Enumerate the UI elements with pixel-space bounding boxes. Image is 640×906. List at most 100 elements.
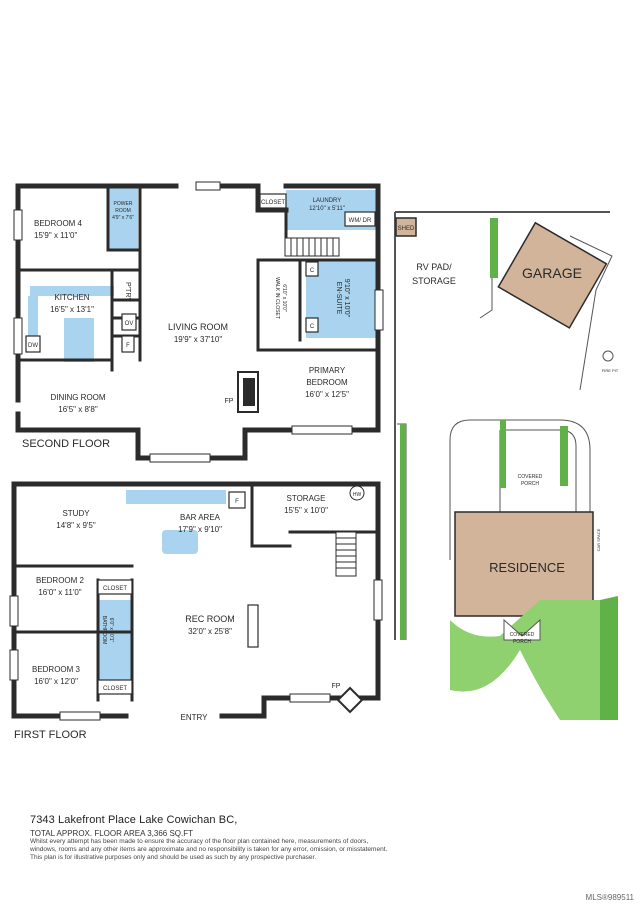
hedge-porch-left xyxy=(500,420,506,488)
dining-name: DINING ROOM xyxy=(50,393,105,402)
shed-label: SHED xyxy=(398,226,415,232)
closet-b3-label: CLOSET xyxy=(103,686,127,692)
walkin-name: WALK IN CLOSET xyxy=(274,277,280,319)
power-name2: ROOM xyxy=(115,208,131,214)
wmdr-label: WM/ DR xyxy=(349,218,372,224)
fire-pit-label: FIRE PIT xyxy=(602,368,619,373)
residence-building xyxy=(454,511,594,617)
lawn-edge xyxy=(600,596,618,720)
bar-fridge-box xyxy=(228,491,246,509)
porch-top-label: COVERED xyxy=(518,474,543,480)
residence-label: RESIDENCE xyxy=(489,560,565,575)
rvpad-label: RV PAD/ xyxy=(416,262,452,272)
floor-area: TOTAL APPROX. FLOOR AREA 3,366 SQ.FT xyxy=(30,829,194,838)
closet-b3-box xyxy=(97,679,133,695)
shed xyxy=(395,217,417,237)
front-porch-shape xyxy=(503,618,541,641)
kitchen-dim: 16'5" x 13'1" xyxy=(50,305,94,314)
c2-label: C xyxy=(310,324,315,330)
study-dim: 14'8" x 9'5" xyxy=(56,521,96,530)
bathroom-dim: 6'0" x 10'1" xyxy=(108,618,114,643)
ov-label: OV xyxy=(125,321,134,327)
fridge-box xyxy=(121,335,135,353)
rec-name: REC ROOM xyxy=(185,614,235,624)
bar-counter xyxy=(126,490,226,504)
bedroom2-dim: 16'0" x 11'0" xyxy=(38,588,81,597)
kitchen-counter-side xyxy=(28,296,38,336)
dishwasher-box xyxy=(25,335,41,353)
walkin-dim: 6'10" x 10'0" xyxy=(281,284,287,312)
hedge-porch-right xyxy=(560,426,568,486)
mls-number: MLS®989511 xyxy=(585,893,634,902)
hedge-left xyxy=(490,218,498,278)
ensuite-dim: 9'10" x 10'0" xyxy=(343,279,350,318)
fp-label: FP xyxy=(225,398,234,405)
porch-top-label2: PORCH xyxy=(521,481,539,487)
bedroom4-name: BEDROOM 4 xyxy=(34,219,83,228)
closet-b2-box xyxy=(97,579,133,595)
bar-dim: 17'9" x 9'10" xyxy=(178,525,222,534)
pantry-name: P'TRY xyxy=(124,282,131,302)
closet-top-box xyxy=(259,193,287,209)
second-floor-label: SECOND FLOOR xyxy=(22,438,110,450)
laundry-name: LAUNDRY xyxy=(313,198,342,204)
bedroom2-name: BEDROOM 2 xyxy=(36,576,85,585)
closet-c2 xyxy=(305,317,319,333)
dining-dim: 16'5" x 8'8" xyxy=(58,405,98,414)
wm-dr-box xyxy=(344,211,376,227)
kitchen-counter xyxy=(30,286,114,296)
oven-box xyxy=(121,313,137,331)
lawn xyxy=(450,600,600,720)
bar-island xyxy=(162,530,198,554)
bedroom3-dim: 16'0" x 12'0" xyxy=(34,677,78,686)
first-floor-stairs xyxy=(335,531,357,577)
fireplace-insert xyxy=(243,378,255,406)
laundry-dim: 12'10" x 5'11" xyxy=(309,206,345,212)
bedroom4-dim: 15'9" x 11'0" xyxy=(34,231,77,240)
kitchen-name: KITCHEN xyxy=(54,293,89,302)
closet-c1 xyxy=(305,261,319,277)
disclaimer: Whilst every attempt has been made to en… xyxy=(30,838,388,861)
bar-f-label: F xyxy=(235,499,239,505)
bar-name: BAR AREA xyxy=(180,513,221,522)
ensuite-name: EN-SUITE xyxy=(335,282,342,315)
fp-first-label: FP xyxy=(332,683,341,690)
car-space-label: CAR SPACE xyxy=(596,528,601,551)
closet-top-label: CLOSET xyxy=(261,200,285,206)
site-plan xyxy=(394,211,618,720)
primary-dim: 16'0" x 12'5" xyxy=(305,390,349,399)
hw-label: HW xyxy=(353,492,362,498)
bathroom-fixtures xyxy=(98,600,132,680)
dw-label: DW xyxy=(28,343,38,349)
porch-bottom-label2: PORCH xyxy=(513,639,531,645)
fire-pit xyxy=(602,350,614,362)
first-floor-label: FIRST FLOOR xyxy=(14,729,87,741)
porch-bottom-label: COVERED xyxy=(510,632,535,638)
primary-name2: BEDROOM xyxy=(306,378,348,387)
study-name: STUDY xyxy=(62,509,90,518)
address-line: 7343 Lakefront Place Lake Cowichan BC, xyxy=(30,814,238,826)
plan-footer: 7343 Lakefront Place Lake Cowichan BC, T… xyxy=(30,814,610,862)
storage-name: STORAGE xyxy=(287,494,326,503)
bedroom3-name: BEDROOM 3 xyxy=(32,665,81,674)
garage-label: GARAGE xyxy=(522,265,582,281)
f-label: F xyxy=(126,343,130,349)
garage-building xyxy=(497,221,608,329)
rvpad-label2: STORAGE xyxy=(412,276,456,286)
living-name: LIVING ROOM xyxy=(168,322,228,332)
living-dim: 19'9" x 37'10" xyxy=(174,335,222,344)
closet-b2-label: CLOSET xyxy=(103,586,127,592)
power-dim: 4'9" x 7'6" xyxy=(112,215,134,221)
c1-label: C xyxy=(310,268,315,274)
power-name: POWER xyxy=(114,201,133,207)
primary-name: PRIMARY xyxy=(309,366,346,375)
rec-column xyxy=(247,604,259,648)
kitchen-island xyxy=(64,318,94,362)
storage-dim: 15'5" x 10'0" xyxy=(284,506,328,515)
fireplace-corner xyxy=(336,686,364,714)
rec-dim: 32'0" x 25'8" xyxy=(188,627,232,636)
first-floor-plan xyxy=(9,481,383,721)
second-floor-stairs xyxy=(284,237,340,257)
bathroom-name: BATHROOM xyxy=(101,616,107,645)
